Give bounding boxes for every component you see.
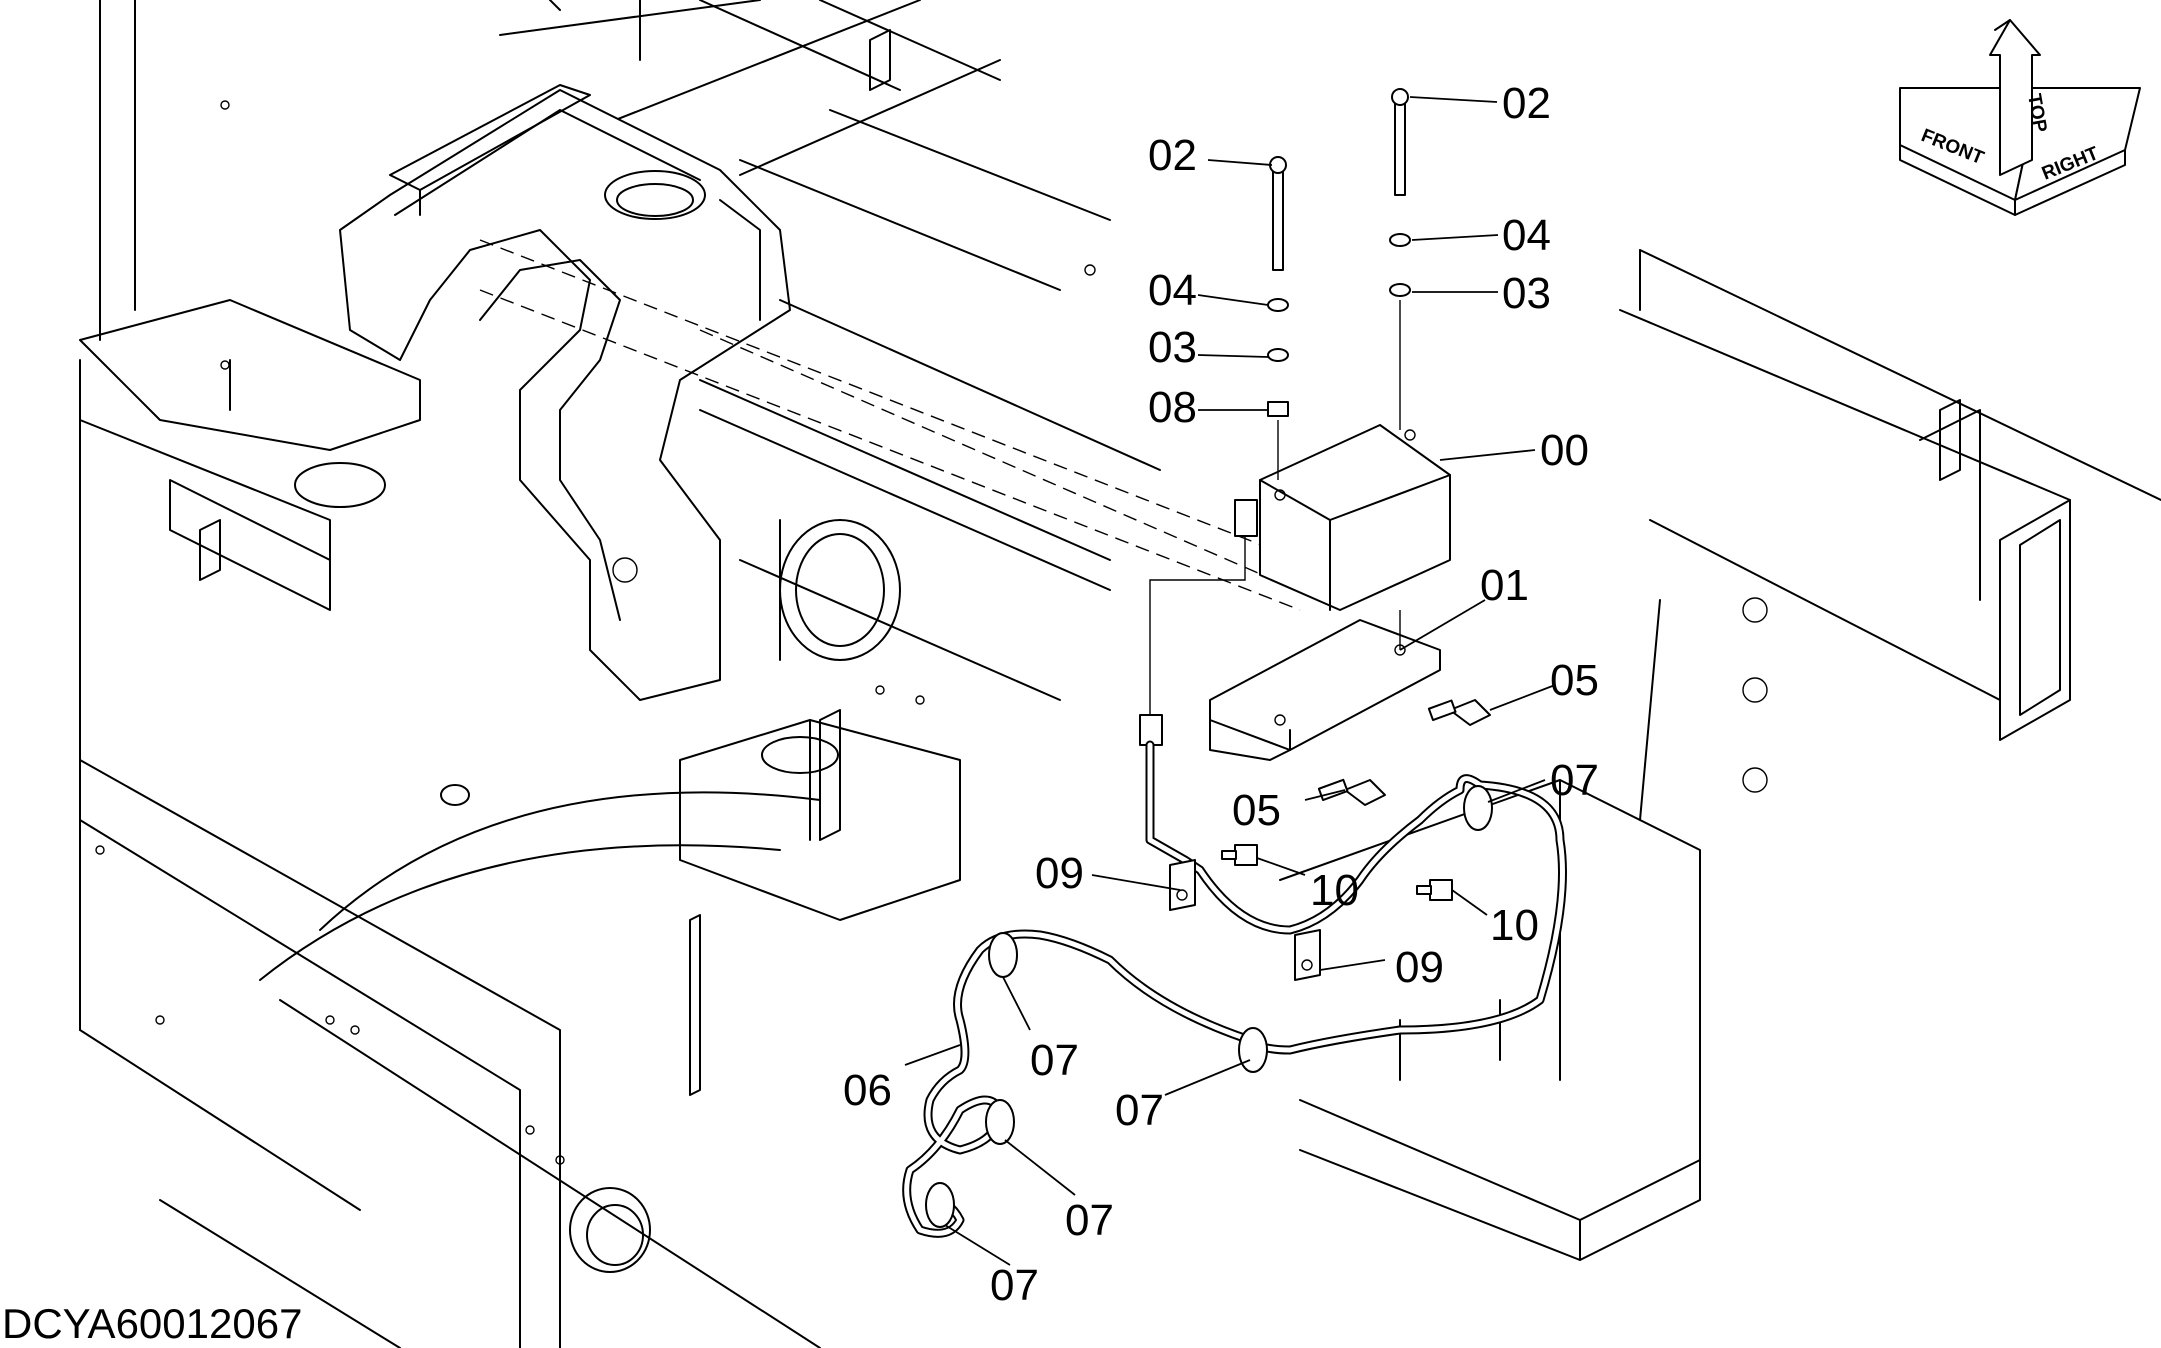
machine-frame (79, 0, 2161, 1348)
clamp-part-07c (1238, 1027, 1268, 1073)
callout-00: 00 (1540, 426, 1589, 475)
orientation-indicator: FRONT TOP RIGHT (1899, 19, 2141, 216)
box-part-00 (1259, 424, 1451, 611)
box-assembly (1139, 88, 1491, 806)
callout-10: 10 (1490, 901, 1539, 950)
callout-02: 02 (1502, 79, 1551, 128)
leader-lines (904, 96, 1556, 1266)
bracket-part-09b (1294, 929, 1321, 981)
callout-06: 06 (843, 1066, 892, 1115)
drawing-reference-code: DCYA60012067 (2, 1300, 302, 1347)
callout-04: 04 (1148, 266, 1197, 315)
callout-07: 07 (1550, 756, 1599, 805)
bracket-part-01 (1209, 619, 1441, 751)
callout-07: 07 (1030, 1036, 1079, 1085)
callout-03: 03 (1148, 323, 1197, 372)
callout-10: 10 (1310, 866, 1359, 915)
callout-05: 05 (1232, 786, 1281, 835)
clamp-part-07e (925, 1182, 955, 1228)
clamp-part-07a (1463, 785, 1493, 831)
callout-02: 02 (1148, 131, 1197, 180)
callout-08: 08 (1148, 383, 1197, 432)
hose-harness (902, 740, 1567, 1238)
callout-07: 07 (1115, 1086, 1164, 1135)
clamp-part-07b (988, 932, 1018, 978)
bolt-part-10a (1221, 844, 1258, 866)
callout-07: 07 (1065, 1196, 1114, 1245)
callout-03: 03 (1502, 269, 1551, 318)
screw-part-05b (1317, 778, 1386, 806)
callout-09: 09 (1035, 849, 1084, 898)
callout-01: 01 (1480, 561, 1529, 610)
bracket-part-09a (1169, 859, 1196, 911)
callout-07: 07 (990, 1261, 1039, 1310)
screw-part-05a (1427, 699, 1491, 726)
callout-labels: 00 01 02 02 03 03 04 04 05 05 06 07 07 0… (843, 79, 1599, 1310)
bolt-part-10b (1416, 879, 1453, 901)
clamp-part-07d (985, 1099, 1015, 1145)
callout-09: 09 (1395, 943, 1444, 992)
callout-05: 05 (1550, 656, 1599, 705)
callout-04: 04 (1502, 211, 1551, 260)
